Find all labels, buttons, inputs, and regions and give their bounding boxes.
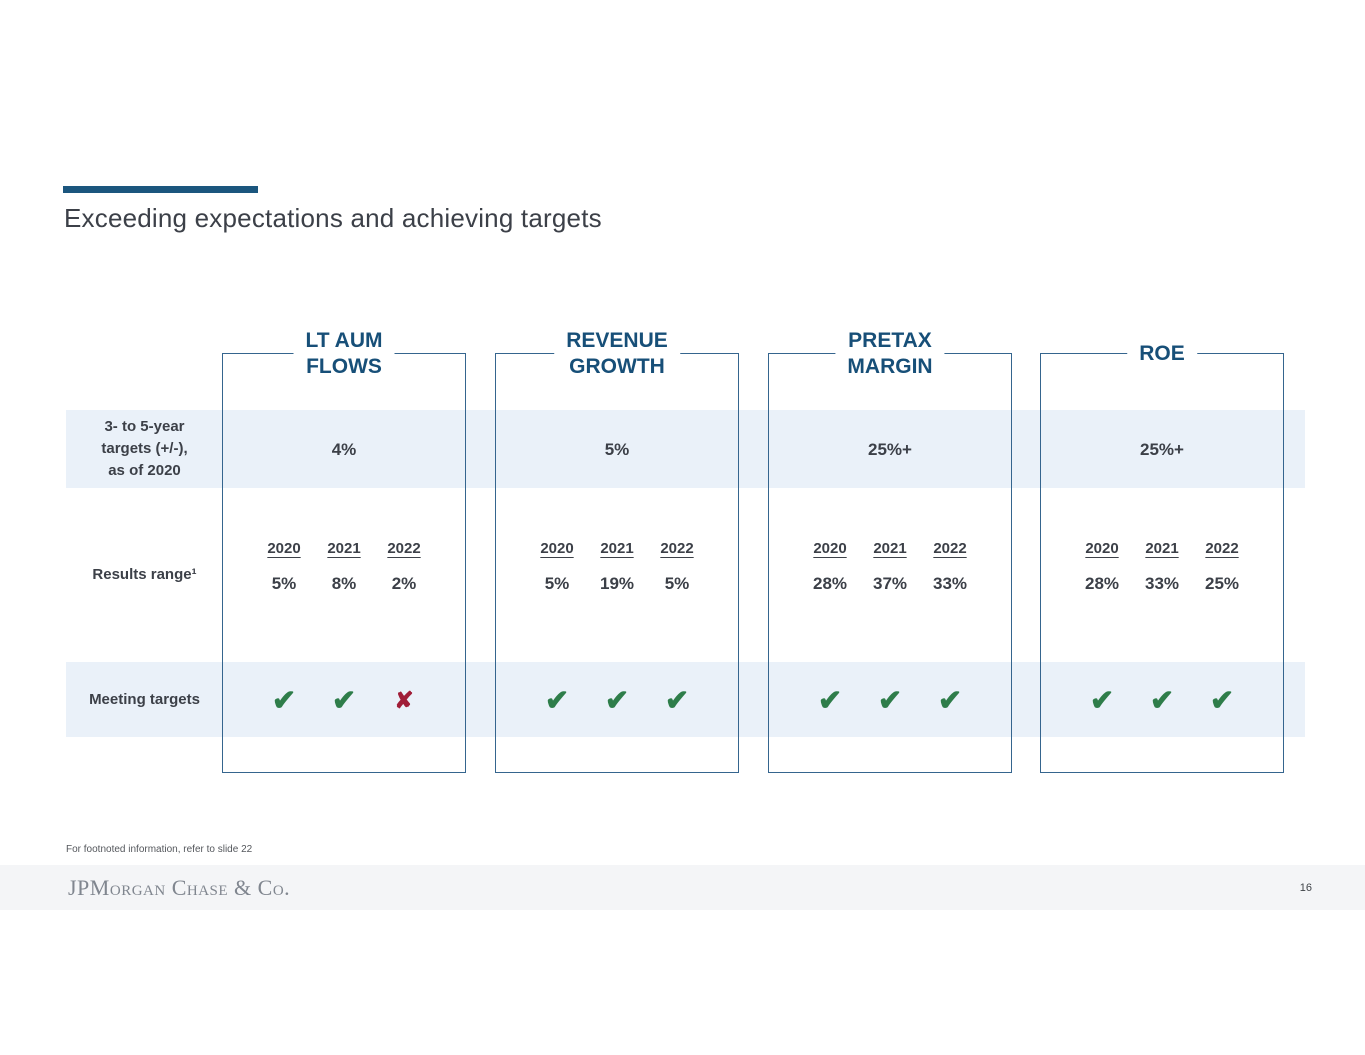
targets-row-band <box>66 410 1305 488</box>
results-cell: 2020 28% <box>800 540 860 594</box>
results-range: 2020 5% 2021 8% 2022 2% <box>223 540 465 594</box>
result-value: 28% <box>812 574 848 593</box>
row-label-meeting: Meeting targets <box>89 690 200 708</box>
jpmorgan-logo: JPMorgan Chase & Co. <box>68 874 291 900</box>
results-cell: 2022 33% <box>920 540 980 594</box>
result-value: 37% <box>872 574 908 593</box>
meeting-cell: ✔ <box>254 683 314 718</box>
meeting-cell: ✔ <box>587 683 647 718</box>
year-label: 2020 <box>540 540 574 557</box>
result-value: 19% <box>599 574 635 593</box>
metric-box: REVENUE GROWTH 5% 2020 5% 2021 19% 2022 5% ✔ ✔ ✔ <box>495 326 739 773</box>
check-icon: ✔ <box>817 685 843 717</box>
target-value: 25%+ <box>1140 440 1184 459</box>
results-cell: 2022 25% <box>1192 540 1252 594</box>
result-value: 25% <box>1204 574 1240 593</box>
check-icon: ✔ <box>664 685 690 717</box>
metric-header: ROE <box>1127 339 1197 369</box>
check-icon: ✔ <box>1209 685 1235 717</box>
year-label: 2022 <box>387 540 421 557</box>
meeting-cell: ✔ <box>1192 683 1252 718</box>
metric-header: REVENUE GROWTH <box>554 326 680 382</box>
year-label: 2020 <box>267 540 301 557</box>
results-range: 2020 28% 2021 37% 2022 33% <box>769 540 1011 594</box>
results-range: 2020 28% 2021 33% 2022 25% <box>1041 540 1283 594</box>
result-value: 33% <box>1144 574 1180 593</box>
year-label: 2020 <box>1085 540 1119 557</box>
check-icon: ✔ <box>544 685 570 717</box>
year-label: 2020 <box>813 540 847 557</box>
meeting-marks: ✔ ✔ ✔ <box>769 663 1011 738</box>
year-label: 2021 <box>873 540 907 557</box>
check-icon: ✔ <box>1149 685 1175 717</box>
page-number: 16 <box>1299 881 1312 894</box>
meeting-marks: ✔ ✔ ✘ <box>223 663 465 738</box>
check-icon: ✔ <box>877 685 903 717</box>
year-label: 2021 <box>327 540 361 557</box>
check-icon: ✔ <box>937 685 963 717</box>
results-cell: 2021 19% <box>587 540 647 594</box>
result-value: 8% <box>331 574 357 593</box>
target-value: 25%+ <box>868 440 912 459</box>
footer-bar: JPMorgan Chase & Co. 16 <box>0 865 1365 910</box>
year-label: 2022 <box>933 540 967 557</box>
year-label: 2022 <box>660 540 694 557</box>
target-value: 4% <box>331 440 357 459</box>
meeting-cell: ✔ <box>647 683 707 718</box>
meeting-cell: ✘ <box>374 687 434 714</box>
metric-box: LT AUM FLOWS 4% 2020 5% 2021 8% 2022 2% ✔ ✔ ✘ <box>222 326 466 773</box>
result-value: 28% <box>1084 574 1120 593</box>
check-icon: ✔ <box>1089 685 1115 717</box>
result-value: 5% <box>271 574 297 593</box>
metric-box: ROE 25%+ 2020 28% 2021 33% 2022 25% ✔ ✔ ✔ <box>1040 339 1284 773</box>
check-icon: ✔ <box>271 685 297 717</box>
results-range: 2020 5% 2021 19% 2022 5% <box>496 540 738 594</box>
results-cell: 2020 5% <box>254 540 314 594</box>
results-cell: 2020 5% <box>527 540 587 594</box>
row-label-targets: 3- to 5-year targets (+/-), as of 2020 <box>101 418 188 479</box>
result-value: 5% <box>544 574 570 593</box>
results-cell: 2022 2% <box>374 540 434 594</box>
metric-header: PRETAX MARGIN <box>835 326 945 382</box>
meeting-cell: ✔ <box>920 683 980 718</box>
meeting-marks: ✔ ✔ ✔ <box>1041 663 1283 738</box>
row-label-results: Results range¹ <box>92 566 197 584</box>
check-icon: ✔ <box>331 685 357 717</box>
result-value: 33% <box>932 574 968 593</box>
meeting-row-band <box>66 662 1305 737</box>
results-cell: 2021 37% <box>860 540 920 594</box>
meeting-cell: ✔ <box>860 683 920 718</box>
result-value: 2% <box>391 574 417 593</box>
page-title: Exceeding expectations and achieving tar… <box>64 203 602 233</box>
results-cell: 2021 8% <box>314 540 374 594</box>
metric-header: LT AUM FLOWS <box>293 326 395 382</box>
cross-icon: ✘ <box>394 687 414 713</box>
check-icon: ✔ <box>604 685 630 717</box>
results-cell: 2021 33% <box>1132 540 1192 594</box>
meeting-cell: ✔ <box>800 683 860 718</box>
result-value: 5% <box>664 574 690 593</box>
year-label: 2021 <box>1145 540 1179 557</box>
results-cell: 2022 5% <box>647 540 707 594</box>
year-label: 2021 <box>600 540 634 557</box>
meeting-cell: ✔ <box>527 683 587 718</box>
year-label: 2022 <box>1205 540 1239 557</box>
meeting-cell: ✔ <box>314 683 374 718</box>
meeting-cell: ✔ <box>1072 683 1132 718</box>
footnote: For footnoted information, refer to slid… <box>66 844 253 855</box>
target-value: 5% <box>604 440 630 459</box>
meeting-cell: ✔ <box>1132 683 1192 718</box>
meeting-marks: ✔ ✔ ✔ <box>496 663 738 738</box>
title-accent-bar <box>63 186 258 193</box>
results-cell: 2020 28% <box>1072 540 1132 594</box>
